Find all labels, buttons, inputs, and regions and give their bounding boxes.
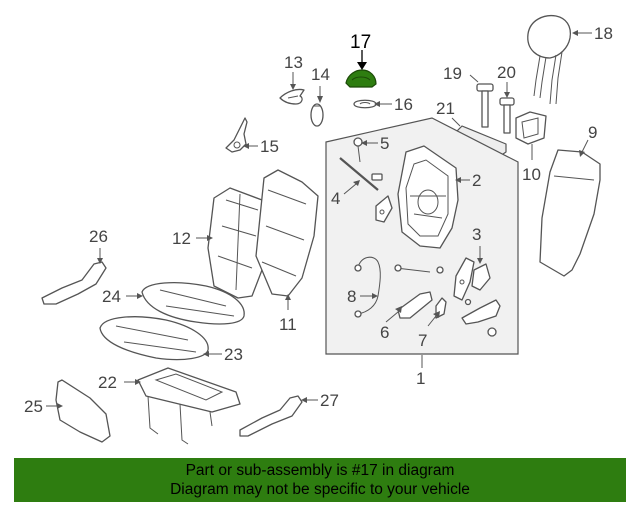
- label-8: 8: [347, 287, 356, 306]
- part-10: [515, 111, 547, 145]
- arrow-18-icon: [572, 30, 578, 36]
- part-5: [353, 137, 363, 163]
- arrow-23-icon: [203, 351, 209, 357]
- part-19: [476, 83, 494, 128]
- part-14: [310, 103, 324, 127]
- part-15: [225, 117, 248, 153]
- label-21: 21: [436, 99, 455, 118]
- arrow-27-icon: [301, 397, 307, 403]
- arrow-11-icon: [285, 294, 291, 300]
- arrow-20-icon: [504, 92, 510, 98]
- arrow-9-icon: [579, 150, 585, 157]
- label-13: 13: [284, 53, 303, 72]
- part-8: [354, 256, 381, 318]
- part-2: [397, 145, 459, 249]
- parts-diagram: 17 13 14 16 15 18: [24, 14, 613, 445]
- part-18: [527, 14, 572, 105]
- arrow-6-icon: [395, 306, 402, 313]
- label-24: 24: [102, 287, 121, 306]
- arrow-5-icon: [361, 140, 367, 146]
- leader-21: [451, 117, 461, 127]
- part-11: [255, 169, 319, 297]
- arrow-14-icon: [317, 96, 323, 103]
- label-2: 2: [472, 171, 481, 190]
- leader-19: [469, 74, 479, 83]
- info-banner: Part or sub-assembly is #17 in diagram D…: [14, 458, 626, 502]
- arrow-22-icon: [135, 379, 141, 385]
- label-4: 4: [331, 189, 340, 208]
- leader-6: [385, 311, 399, 323]
- label-17-text: 17: [350, 32, 371, 53]
- label-14: 14: [311, 65, 330, 84]
- part-16: [353, 99, 377, 109]
- part-25: [55, 379, 111, 443]
- part-24: [141, 282, 245, 325]
- label-7: 7: [418, 331, 427, 350]
- label-1: 1: [416, 369, 425, 388]
- leader-9: [581, 139, 589, 153]
- arrow-4-icon: [353, 180, 360, 186]
- arrow-26-icon: [97, 258, 103, 264]
- label-10: 10: [522, 165, 541, 184]
- label-20: 20: [497, 63, 516, 82]
- banner-line-1: Part or sub-assembly is #17 in diagram: [185, 462, 455, 479]
- label-22: 22: [98, 373, 117, 392]
- part-13: [279, 88, 305, 105]
- label-16: 16: [394, 95, 413, 114]
- part-17-highlighted[interactable]: [345, 69, 377, 88]
- label-18: 18: [594, 24, 613, 43]
- arrow-2-icon: [455, 177, 461, 183]
- label-26: 26: [89, 227, 108, 246]
- part-hardware: [394, 264, 501, 337]
- part-27: [239, 395, 303, 437]
- arrow-25-icon: [57, 403, 63, 409]
- part-3: [436, 257, 491, 306]
- arrow-15-icon: [243, 143, 249, 149]
- leader-4: [343, 183, 357, 195]
- arrow-12-icon: [207, 235, 213, 241]
- label-15: 15: [260, 137, 279, 156]
- part-4: [339, 157, 393, 223]
- label-6: 6: [380, 323, 389, 342]
- label-27: 27: [320, 391, 339, 410]
- part-26: [41, 261, 107, 305]
- label-5: 5: [380, 134, 389, 153]
- banner-line-2: Diagram may not be specific to your vehi…: [170, 481, 470, 498]
- arrow-8-icon: [372, 293, 378, 299]
- part-23: [99, 316, 209, 361]
- label-12: 12: [172, 229, 191, 248]
- arrow-13-icon: [290, 84, 296, 90]
- part-9: [539, 149, 601, 277]
- label-11: 11: [279, 315, 297, 334]
- label-25: 25: [24, 397, 43, 416]
- label-9: 9: [588, 123, 597, 142]
- part-22: [137, 367, 241, 445]
- label-23: 23: [224, 345, 243, 364]
- arrow-7-icon: [433, 311, 440, 318]
- label-3: 3: [472, 225, 481, 244]
- arrow-16-icon: [374, 101, 380, 107]
- part-20: [499, 97, 515, 134]
- leader-7: [427, 315, 437, 327]
- arrow-24-icon: [137, 293, 143, 299]
- label-19: 19: [443, 64, 462, 83]
- part-6: [397, 291, 433, 319]
- arrow-3-icon: [477, 258, 483, 264]
- label-17: 17: [350, 32, 371, 70]
